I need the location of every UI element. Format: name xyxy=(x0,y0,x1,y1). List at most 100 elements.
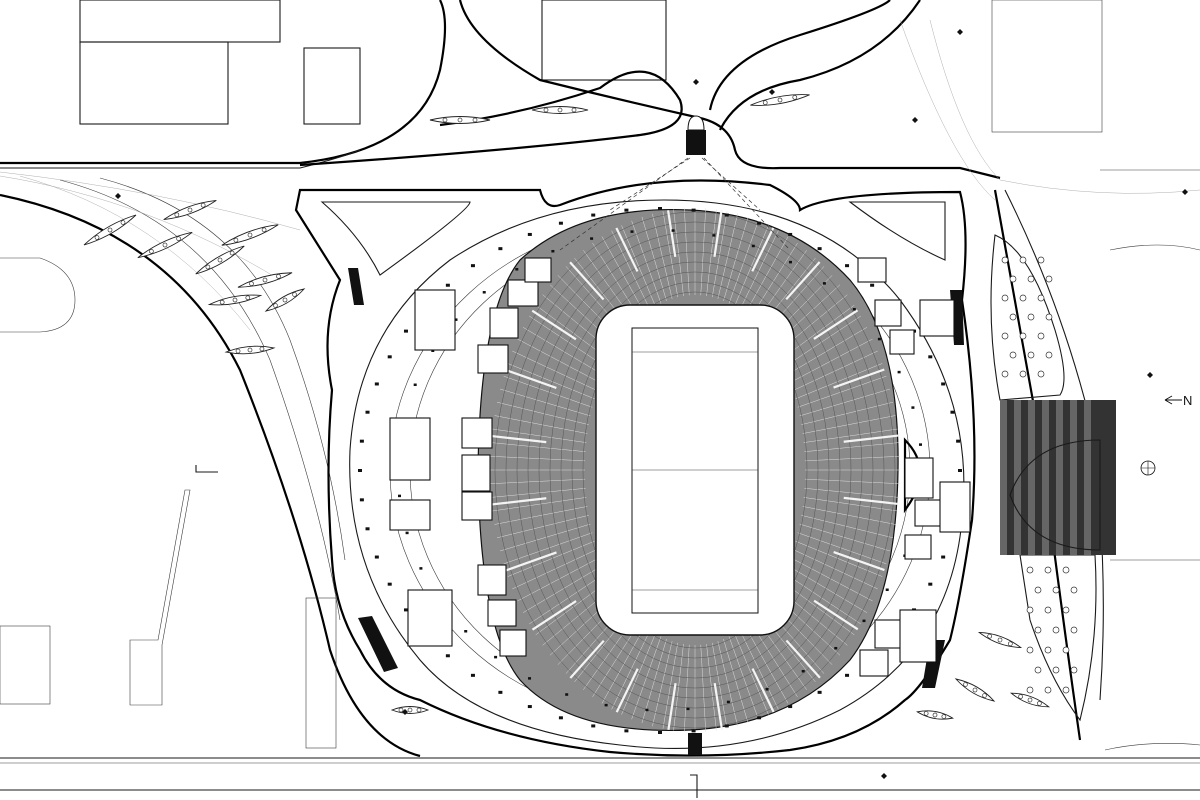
planter-tree xyxy=(982,693,987,698)
park-tree xyxy=(1001,370,1009,378)
planter-tree xyxy=(557,107,563,113)
column-dot-inner xyxy=(885,588,889,592)
column-dot-inner xyxy=(852,307,856,311)
vomitory-aisle xyxy=(667,683,677,730)
court-boundary xyxy=(631,327,759,614)
seat-row-line xyxy=(621,225,656,307)
wall-west-lower xyxy=(358,616,398,672)
column-dot xyxy=(470,264,475,268)
vomitory-aisle xyxy=(833,368,885,389)
park-tree xyxy=(1052,626,1060,634)
east-park-upper xyxy=(990,234,1065,401)
service-room xyxy=(904,534,932,560)
service-room xyxy=(939,481,971,533)
north-gate xyxy=(686,130,706,155)
service-room xyxy=(461,491,493,521)
south-gate xyxy=(688,733,702,755)
planter-tree xyxy=(571,107,577,113)
service-room xyxy=(524,257,552,283)
road-edge-east-lower xyxy=(719,0,921,131)
column-dot-inner xyxy=(413,383,417,387)
seat-row-line xyxy=(711,211,728,298)
park-tree xyxy=(1027,313,1035,321)
planter-tree xyxy=(162,242,168,248)
column-dot xyxy=(958,469,962,472)
seat-row-line xyxy=(611,230,651,311)
column-dot-inner xyxy=(482,291,486,294)
road-edge-east-far2 xyxy=(1109,244,1200,251)
planter-tree xyxy=(1027,697,1033,703)
road-edge-main-top xyxy=(0,0,447,165)
column-dot-inner xyxy=(834,646,838,650)
park-tree xyxy=(1026,566,1034,574)
planter-tree xyxy=(259,346,265,352)
courtyard-nw xyxy=(320,201,471,276)
column-dot-inner xyxy=(822,282,826,285)
park-tree xyxy=(1009,313,1017,321)
column-dot xyxy=(591,213,596,217)
seat-row-line xyxy=(621,633,656,715)
building-top-right xyxy=(991,0,1103,133)
vomitory-aisle xyxy=(785,639,821,679)
column-dot xyxy=(691,208,696,212)
seat-tier-ring xyxy=(516,231,874,709)
building-top-left xyxy=(79,0,281,43)
seat-row-line xyxy=(662,211,679,298)
building-west-rotunda xyxy=(0,257,76,333)
vomitory-aisle xyxy=(713,682,724,730)
seat-tier-ring xyxy=(571,281,819,659)
stadium xyxy=(294,115,976,757)
planter-tree xyxy=(1018,694,1023,699)
road-edge-west-inner xyxy=(59,179,341,621)
seat-row-line xyxy=(673,209,684,296)
column-dot xyxy=(624,208,629,212)
park-tree xyxy=(1026,606,1034,614)
service-room xyxy=(489,307,519,339)
column-dot xyxy=(470,673,475,677)
park-tree xyxy=(1027,275,1035,283)
service-room xyxy=(899,609,937,663)
planter-tree xyxy=(987,633,993,639)
planter-tree xyxy=(543,107,549,113)
vomitory-aisle xyxy=(843,496,899,506)
planter-tree xyxy=(923,711,929,716)
seat-tier-ring xyxy=(527,241,863,699)
building-top-left-lower xyxy=(79,41,229,125)
seat-row-line xyxy=(641,216,667,302)
north-gate-top xyxy=(687,115,705,131)
road-fan-east-1 xyxy=(929,19,1200,194)
park-tree xyxy=(1019,294,1027,302)
column-dot xyxy=(956,439,961,443)
column-dot-inner xyxy=(726,700,730,704)
seat-row-line xyxy=(684,208,690,296)
park-tree xyxy=(1001,332,1009,340)
vomitory-aisle xyxy=(751,668,775,713)
seat-row-line xyxy=(673,644,684,731)
column-dot-inner xyxy=(419,567,423,570)
seat-row-line xyxy=(744,625,789,704)
planter-tree xyxy=(174,212,180,218)
service-rooms xyxy=(389,257,971,677)
service-room xyxy=(919,299,955,337)
planter-tree xyxy=(245,295,251,301)
section-marker-west xyxy=(195,465,218,473)
seat-tier-ring xyxy=(582,291,808,649)
vomitory-aisle xyxy=(813,599,859,631)
park-tree xyxy=(1045,313,1053,321)
vomitory-aisle xyxy=(569,639,605,679)
vomitory-aisle xyxy=(491,434,547,444)
seat-row-line xyxy=(717,213,738,299)
seat-row-line xyxy=(662,642,679,729)
column-dot xyxy=(724,724,729,728)
building-west-small xyxy=(305,597,337,749)
park-tree xyxy=(1044,566,1052,574)
seat-row-line xyxy=(739,629,779,710)
column-dot xyxy=(724,213,729,217)
seat-row-line xyxy=(684,644,690,732)
column-dot-inner xyxy=(590,237,594,240)
planter-tree xyxy=(94,235,100,240)
road-edge-center-north xyxy=(458,0,1001,180)
planter-tree xyxy=(1007,641,1013,647)
service-room xyxy=(857,257,887,283)
column-dot xyxy=(788,705,793,709)
